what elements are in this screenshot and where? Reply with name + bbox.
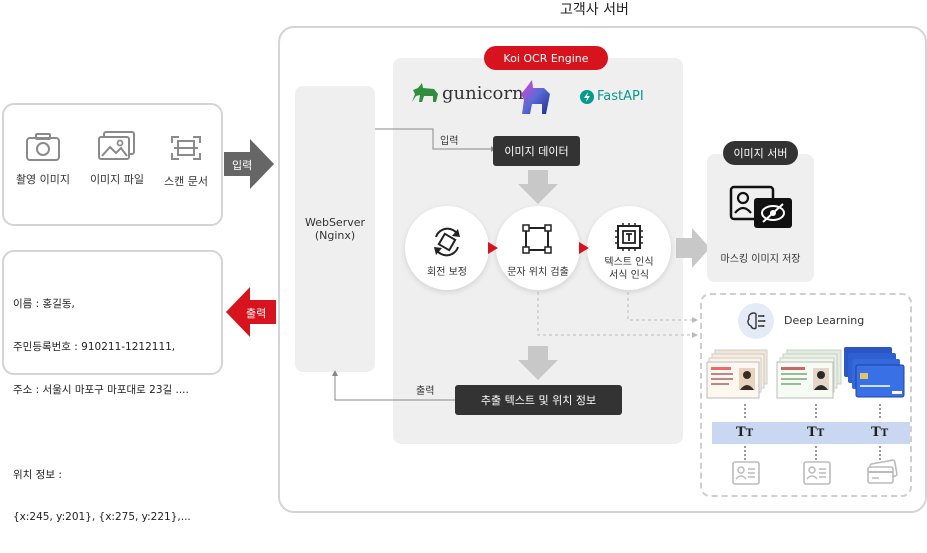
deep-learning-label: Deep Learning bbox=[784, 314, 865, 327]
input-arrow: 입력 bbox=[224, 139, 274, 189]
output-arrow-label: 출력 bbox=[246, 307, 267, 320]
step-recognition-label: 텍스트 인식 서식 인식 bbox=[587, 256, 671, 282]
step-arrow-2 bbox=[579, 242, 589, 254]
fastapi-icon bbox=[580, 89, 594, 104]
gunicorn-text: gunicorn bbox=[442, 82, 524, 104]
text-token-icon: TT bbox=[807, 425, 825, 440]
extracted-output-box: 추출 텍스트 및 위치 정보 bbox=[455, 385, 622, 415]
output-line: 이름 : 홍길동, bbox=[13, 298, 75, 311]
rotate-icon bbox=[434, 227, 460, 257]
text-recognition-icon bbox=[615, 223, 643, 251]
input-item-camera: 촬영 이미지 bbox=[8, 133, 78, 187]
license-card-stack bbox=[776, 349, 842, 399]
credit-card-stack bbox=[844, 347, 905, 398]
text-token-icon: TT bbox=[871, 425, 889, 440]
step-arrow-1 bbox=[488, 242, 498, 254]
webserver-panel: WebServer (Nginx) bbox=[295, 86, 375, 372]
image-server-label: 마스킹 이미지 저장 bbox=[720, 254, 801, 265]
text-token-icon: TT bbox=[736, 425, 754, 440]
output-connector bbox=[332, 370, 455, 401]
webserver-sublabel: (Nginx) bbox=[314, 229, 356, 242]
uvicorn-logo bbox=[518, 78, 554, 120]
webserver-label: WebServer bbox=[304, 216, 366, 229]
output-line: 위치 정보 : bbox=[13, 468, 62, 481]
image-file-icon bbox=[98, 131, 135, 160]
masked-id-icon bbox=[729, 185, 792, 228]
input-item-scan: 스캔 문서 bbox=[151, 135, 221, 189]
server-title: 고객사 서버 bbox=[560, 2, 629, 18]
image-data-label: 이미지 데이터 bbox=[504, 145, 569, 158]
input-box: 촬영 이미지 이미지 파일 스캔 문서 bbox=[2, 103, 223, 226]
license-icon bbox=[803, 461, 831, 485]
credit-card-icon bbox=[867, 459, 898, 484]
output-line: 주소 : 서울시 마포구 마포대로 23길 .... bbox=[13, 383, 189, 396]
output-text: 이름 : 홍길동, 주민등록번호 : 910211-1212111, 주소 : … bbox=[13, 269, 191, 553]
fastapi-logo: FastAPI bbox=[580, 89, 644, 104]
id-card-icon bbox=[732, 461, 760, 485]
step-recognition-line2: 서식 인식 bbox=[609, 270, 649, 281]
unicorn-icon bbox=[412, 83, 438, 102]
output-connector-label: 출력 bbox=[416, 386, 435, 397]
arrow-to-image-server bbox=[676, 228, 710, 268]
text-token-stripe bbox=[712, 422, 910, 444]
extracted-output-label: 추출 텍스트 및 위치 정보 bbox=[480, 394, 597, 407]
engine-title: Koi OCR Engine bbox=[503, 51, 589, 65]
image-data-box: 이미지 데이터 bbox=[493, 136, 580, 166]
fastapi-text: FastAPI bbox=[597, 89, 644, 104]
input-connector-label: 입력 bbox=[440, 136, 459, 147]
step-detection bbox=[496, 206, 580, 290]
deep-learning-frame bbox=[700, 293, 912, 497]
scan-icon bbox=[171, 136, 201, 160]
camera-icon bbox=[26, 133, 60, 161]
output-line bbox=[13, 425, 191, 439]
engine-title-badge: Koi OCR Engine bbox=[484, 46, 608, 70]
output-arrow: 출력 bbox=[226, 287, 276, 337]
brain-icon bbox=[738, 303, 774, 339]
input-item-label: 촬영 이미지 bbox=[15, 173, 71, 186]
id-card-stack bbox=[706, 349, 768, 399]
dotted-links bbox=[744, 404, 881, 462]
step-detection-label: 문자 위치 검출 bbox=[507, 267, 569, 278]
gunicorn-logo: gunicorn bbox=[410, 82, 524, 104]
output-line: 주민등록번호 : 910211-1212111, bbox=[13, 341, 176, 354]
step-rotation-label: 회전 보정 bbox=[427, 267, 467, 278]
crop-icon bbox=[522, 224, 552, 254]
image-server-badge: 이미지 서버 bbox=[723, 141, 798, 165]
down-arrow-bottom bbox=[518, 346, 558, 380]
image-server-title: 이미지 서버 bbox=[733, 147, 788, 160]
input-item-label: 이미지 파일 bbox=[89, 173, 145, 186]
output-box: 이름 : 홍길동, 주민등록번호 : 910211-1212111, 주소 : … bbox=[2, 250, 223, 523]
input-connector bbox=[375, 128, 495, 152]
dashed-connector bbox=[537, 292, 698, 338]
input-arrow-label: 입력 bbox=[232, 159, 253, 172]
output-line: {x:245, y:201}, {x:275, y:221},... bbox=[13, 511, 191, 524]
step-recognition-line1: 텍스트 인식 bbox=[604, 257, 654, 268]
uvicorn-unicorn-icon bbox=[521, 80, 550, 114]
down-arrow-top bbox=[518, 170, 558, 204]
input-item-label: 스캔 문서 bbox=[164, 175, 208, 188]
input-item-image-file: 이미지 파일 bbox=[82, 131, 152, 187]
